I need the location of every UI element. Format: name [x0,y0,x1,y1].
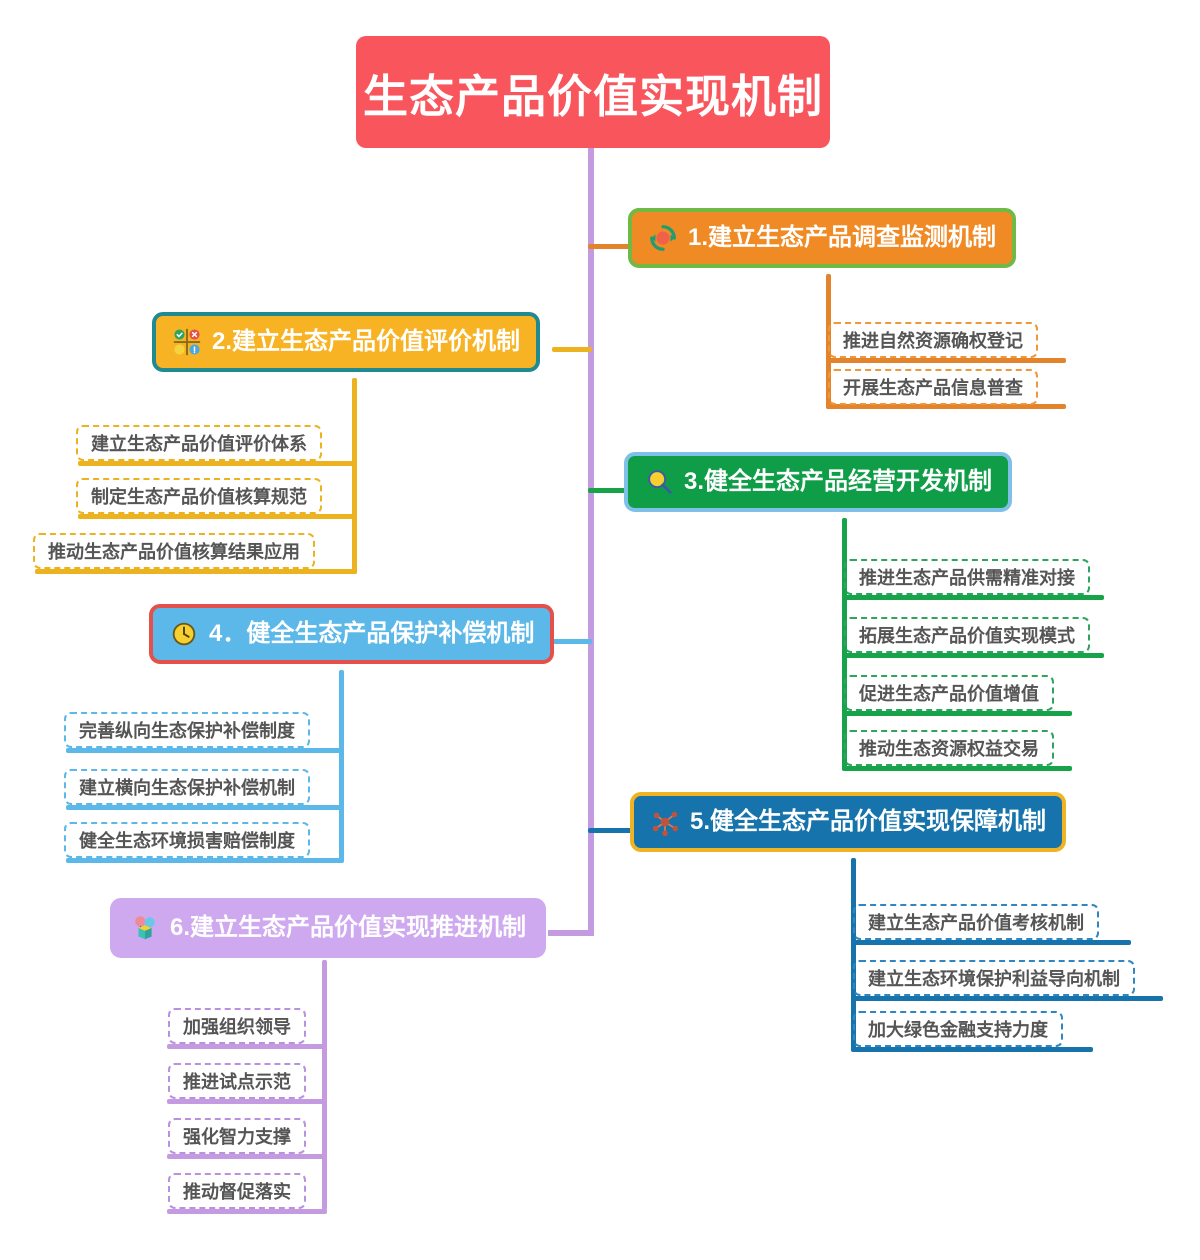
leaf-node-b3-2[interactable]: 促进生态产品价值增值 [844,675,1054,711]
root-spine-vertical [588,148,594,936]
connector-b2-child-0 [78,461,357,466]
connector-b3-child-3 [842,766,1072,771]
leaf-node-b2-0[interactable]: 建立生态产品价值评价体系 [76,425,322,461]
root-spine-elbow-b6 [548,930,594,936]
leaf-label: 加大绿色金融支持力度 [868,1020,1048,1040]
leaf-node-b2-2[interactable]: 推动生态产品价值核算结果应用 [33,533,315,569]
quadrant-matrix-icon [173,328,201,356]
leaf-node-b5-2[interactable]: 加大绿色金融支持力度 [853,1011,1063,1047]
connector-b6-spine [322,960,327,1210]
connector-root-to-b3 [588,488,630,493]
connector-b1-child-0 [826,358,1066,363]
connector-b3-child-2 [842,711,1072,716]
connector-b3-child-1 [842,653,1104,658]
connector-b1-child-1 [826,404,1066,409]
leaf-node-b6-1[interactable]: 推进试点示范 [168,1063,306,1099]
leaf-label: 推动生态资源权益交易 [859,739,1039,759]
recycle-arrows-icon [650,225,676,251]
connector-b4-child-1 [66,805,344,810]
connector-b5-child-1 [851,996,1163,1001]
root-spine-elbow-b6-v [548,930,554,935]
leaf-label: 拓展生态产品价值实现模式 [859,626,1075,646]
connector-b4-child-2 [66,858,344,863]
connector-root-to-b4 [552,639,592,644]
leaf-label: 推动督促落实 [183,1182,291,1202]
leaf-label: 推进自然资源确权登记 [843,331,1023,351]
connector-b5-child-2 [851,1047,1093,1052]
connector-b3-child-0 [842,595,1104,600]
connector-b4-spine [339,670,344,862]
gift-balloon-icon [135,916,155,940]
connector-root-to-b5 [588,828,634,833]
branch-label-3: 3.健全生态产品经营开发机制 [684,468,993,495]
connector-b2-child-1 [78,514,357,519]
branch-node-3[interactable]: 3.健全生态产品经营开发机制 [624,452,1013,512]
branch-label-2: 2.建立生态产品价值评价机制 [212,328,521,355]
leaf-label: 开展生态产品信息普查 [843,378,1023,398]
clock-icon [172,622,196,646]
leaf-node-b4-1[interactable]: 建立横向生态保护补偿机制 [64,769,310,805]
leaf-node-b5-0[interactable]: 建立生态产品价值考核机制 [853,904,1099,940]
branch-label-6: 6.建立生态产品价值实现推进机制 [170,914,527,941]
leaf-node-b4-0[interactable]: 完善纵向生态保护补偿制度 [64,712,310,748]
leaf-node-b6-0[interactable]: 加强组织领导 [168,1008,306,1044]
leaf-label: 推动生态产品价值核算结果应用 [48,542,300,562]
leaf-node-b4-2[interactable]: 健全生态环境损害赔偿制度 [64,822,310,858]
leaf-label: 建立生态环境保护利益导向机制 [868,969,1120,989]
branch-label-5: 5.健全生态产品价值实现保障机制 [690,808,1047,835]
leaf-label: 强化智力支撑 [183,1127,291,1147]
leaf-node-b1-1[interactable]: 开展生态产品信息普查 [828,369,1038,405]
connector-b6-child-2 [167,1154,327,1159]
branch-node-4[interactable]: 4．健全生态产品保护补偿机制 [149,604,555,664]
root-title: 生态产品价值实现机制 [362,70,823,122]
root-node[interactable]: 生态产品价值实现机制 [356,36,830,148]
connector-b4-child-0 [66,748,344,753]
connector-root-to-b2 [552,347,592,352]
leaf-label: 加强组织领导 [183,1017,291,1037]
branch-node-2[interactable]: 2.建立生态产品价值评价机制 [152,312,541,372]
connector-root-to-b1 [588,244,632,249]
connector-b5-spine [851,858,856,1050]
leaf-label: 建立横向生态保护补偿机制 [79,778,295,798]
connector-b6-child-3 [167,1209,327,1214]
leaf-node-b6-3[interactable]: 推动督促落实 [168,1173,306,1209]
leaf-label: 制定生态产品价值核算规范 [91,487,307,507]
connector-b2-spine [352,378,357,574]
leaf-label: 建立生态产品价值考核机制 [868,913,1084,933]
magnifier-icon [648,470,672,494]
connector-b2-child-2 [35,569,357,574]
leaf-node-b5-1[interactable]: 建立生态环境保护利益导向机制 [853,960,1135,996]
connector-b6-child-0 [167,1044,327,1049]
connector-b6-child-1 [167,1099,327,1104]
leaf-label: 促进生态产品价值增值 [859,684,1039,704]
connector-b5-child-0 [851,940,1131,945]
branch-node-6[interactable]: 6.建立生态产品价值实现推进机制 [110,898,547,958]
leaf-node-b3-1[interactable]: 拓展生态产品价值实现模式 [844,617,1090,653]
network-molecule-icon [652,811,679,837]
leaf-node-b3-3[interactable]: 推动生态资源权益交易 [844,730,1054,766]
leaf-label: 健全生态环境损害赔偿制度 [79,831,295,851]
leaf-node-b3-0[interactable]: 推进生态产品供需精准对接 [844,559,1090,595]
branch-label-1: 1.建立生态产品调查监测机制 [688,224,997,251]
leaf-node-b1-0[interactable]: 推进自然资源确权登记 [828,322,1038,358]
leaf-node-b6-2[interactable]: 强化智力支撑 [168,1118,306,1154]
leaf-label: 推进试点示范 [183,1072,291,1092]
branch-node-5[interactable]: 5.健全生态产品价值实现保障机制 [630,792,1067,852]
branch-label-4: 4．健全生态产品保护补偿机制 [209,620,535,647]
leaf-label: 建立生态产品价值评价体系 [91,434,307,454]
leaf-node-b2-1[interactable]: 制定生态产品价值核算规范 [76,478,322,514]
leaf-label: 推进生态产品供需精准对接 [859,568,1075,588]
branch-node-1[interactable]: 1.建立生态产品调查监测机制 [628,208,1017,268]
leaf-label: 完善纵向生态保护补偿制度 [79,721,295,741]
